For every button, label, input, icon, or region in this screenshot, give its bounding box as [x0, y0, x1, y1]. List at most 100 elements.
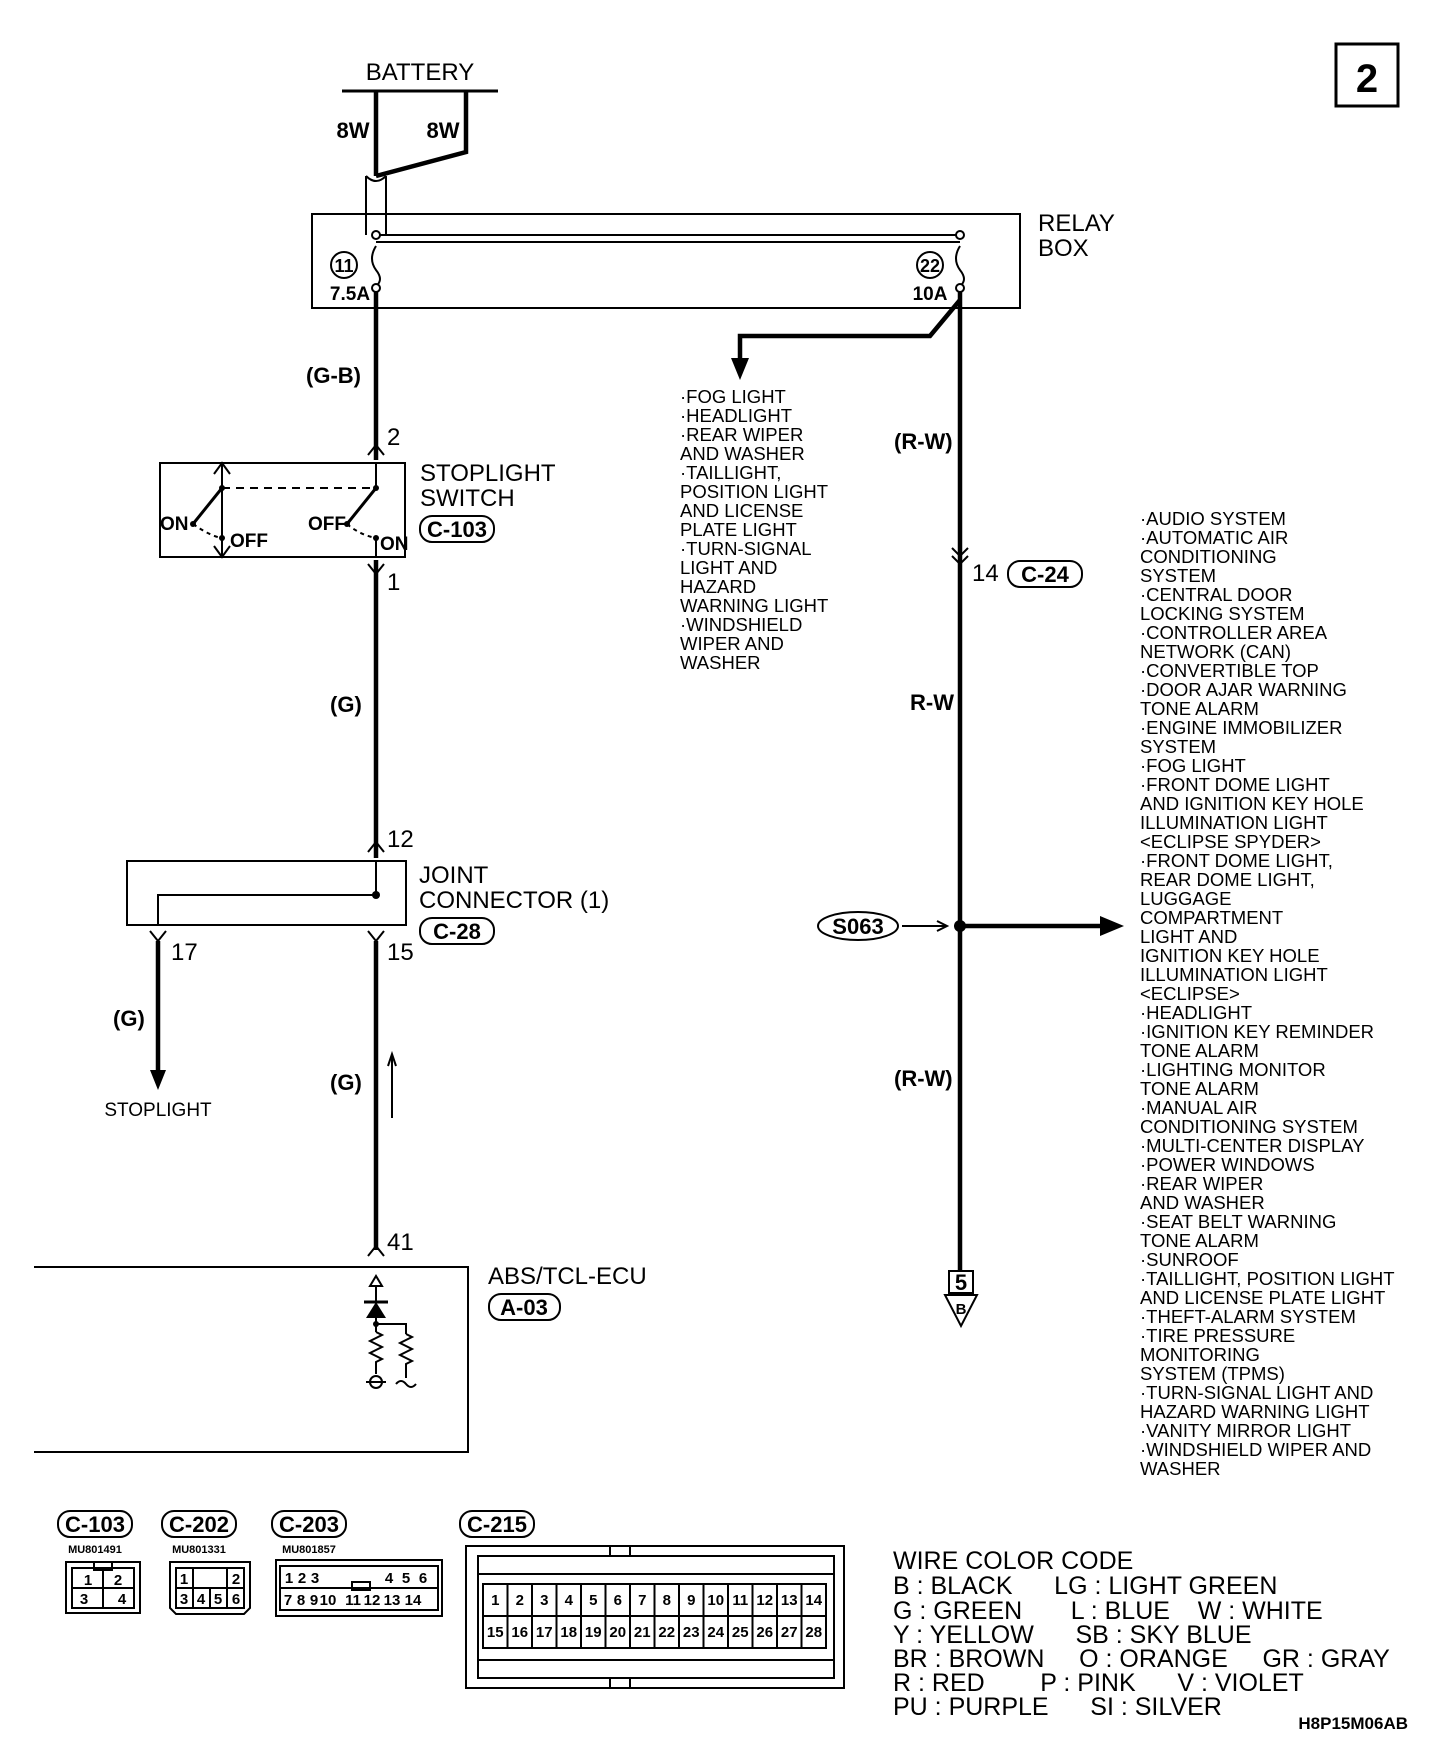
wire-color-row-2: G : GREEN L : BLUE W : WHITE [893, 1597, 1323, 1625]
c103-pin-2: 2 [114, 1572, 122, 1589]
c215-pin: 14 [805, 1592, 822, 1609]
continue-page: 5 [955, 1270, 967, 1295]
splice-load-line: ·FRONT DOME LIGHT, [1140, 850, 1333, 871]
ecu-label: ABS/TCL-ECU [488, 1263, 647, 1290]
c215-pin: 16 [511, 1624, 528, 1641]
c215-pin: 7 [638, 1592, 646, 1609]
splice-load-line: TONE ALARM [1140, 698, 1259, 719]
c203-pin: 2 [298, 1570, 306, 1587]
splice-load-line: ILLUMINATION LIGHT [1140, 964, 1328, 985]
c215-pin: 4 [565, 1592, 574, 1609]
c215-pin: 23 [683, 1624, 700, 1641]
splice-load-line: ·REAR WIPER [1140, 1173, 1263, 1194]
joint-connector-label-1: JOINT [419, 862, 489, 889]
relay-box: RELAY BOX 11 7.5A 22 10A [311, 210, 1115, 309]
c215-pin: 21 [634, 1624, 651, 1641]
c215-pin: 15 [487, 1624, 504, 1641]
c215-pin: 12 [756, 1592, 773, 1609]
relay-box-label-2: BOX [1038, 235, 1089, 262]
splice-load-line: ·TAILLIGHT, POSITION LIGHT [1140, 1268, 1395, 1289]
splice-load-line: CONDITIONING [1140, 546, 1277, 567]
stoplight-switch-label-2: SWITCH [420, 485, 515, 512]
c203-pin: 3 [311, 1570, 319, 1587]
stoplight-switch-on-right: ON [380, 534, 409, 555]
left-circuit: (G-B) 2 ON OFF OFF ON STOPLIGHT [34, 292, 647, 1453]
c203-pin: 11 [345, 1592, 361, 1609]
fuse22-load-line: ·TAILLIGHT, [680, 462, 781, 483]
connector-c202-part: MU801331 [172, 1544, 226, 1556]
fuse22-load-line: ·HEADLIGHT [680, 405, 792, 426]
c203-pin: 4 [385, 1570, 394, 1587]
splice-load-line: SYSTEM (TPMS) [1140, 1363, 1285, 1384]
joint-connector-pin-12: 12 [387, 826, 414, 853]
splice-load-line: SYSTEM [1140, 736, 1216, 757]
fuse22-load-line: POSITION LIGHT [680, 481, 828, 502]
continue-to-page-5: 5 B [943, 1270, 979, 1329]
page-number-badge: 2 [1334, 42, 1400, 108]
c215-pin: 28 [805, 1624, 822, 1641]
c203-pin: 1 [285, 1570, 293, 1587]
c215-pin: 1 [491, 1592, 499, 1609]
splice-load-line: AND WASHER [1140, 1192, 1265, 1213]
splice-load-line: LUGGAGE [1140, 888, 1232, 909]
connector-c215-code: C-215 [467, 1512, 527, 1537]
stoplight-switch-off-right: OFF [308, 514, 346, 535]
fuse22-load-line: AND LICENSE [680, 500, 803, 521]
c202-pin-2: 2 [232, 1571, 240, 1588]
splice-s063: S063 [817, 911, 1124, 941]
wire-g-stoplight: (G) [113, 1006, 145, 1031]
stoplight-switch: ON OFF OFF ON STOPLIGHT SWITCH C-103 [159, 460, 556, 559]
c103-pin-1: 1 [84, 1572, 92, 1589]
right-circuit: ·FOG LIGHT·HEADLIGHT·REAR WIPER AND WASH… [680, 292, 1395, 1479]
c203-pin: 9 [310, 1592, 318, 1609]
wire-g-1: (G) [330, 692, 362, 717]
splice-load-line: TONE ALARM [1140, 1040, 1259, 1061]
c215-pin: 25 [732, 1624, 749, 1641]
battery: BATTERY 8W 8W [337, 59, 498, 235]
splice-load-line: IGNITION KEY HOLE [1140, 945, 1320, 966]
splice-load-line: ·TURN-SIGNAL LIGHT AND [1140, 1382, 1373, 1403]
battery-label: BATTERY [366, 59, 474, 86]
c215-pin: 26 [756, 1624, 773, 1641]
splice-load-line: TONE ALARM [1140, 1078, 1259, 1099]
splice-load-line: NETWORK (CAN) [1140, 641, 1291, 662]
c215-pin: 3 [540, 1592, 548, 1609]
fuse22-load-line: ·TURN-SIGNAL [680, 538, 812, 559]
splice-load-line: ·MULTI-CENTER DISPLAY [1140, 1135, 1364, 1156]
c215-pin-cell [800, 1615, 827, 1649]
splice-load-line: ·IGNITION KEY REMINDER [1140, 1021, 1374, 1042]
wire-color-row-5: R : RED P : PINK V : VIOLET [893, 1669, 1304, 1697]
fuse22-load-line: ·WINDSHIELD [680, 614, 802, 635]
splice-load-line: <ECLIPSE> [1140, 983, 1240, 1004]
wire-r-w-2: R-W [910, 690, 954, 715]
splice-load-line: ·CONVERTIBLE TOP [1140, 660, 1319, 681]
ecu-connector: A-03 [500, 1295, 548, 1320]
fuse-22-load-list: ·FOG LIGHT·HEADLIGHT·REAR WIPER AND WASH… [680, 386, 828, 673]
c203-pin: 7 [284, 1592, 292, 1609]
splice-load-line: ·AUDIO SYSTEM [1140, 508, 1286, 529]
splice-load-line: LOCKING SYSTEM [1140, 603, 1304, 624]
wire-r-w-3: (R-W) [894, 1066, 953, 1091]
joint-connector-label-2: CONNECTOR (1) [419, 887, 609, 914]
connector-view-c103: C-103 MU801491 1 2 3 4 [57, 1510, 141, 1614]
splice-label: S063 [832, 914, 883, 939]
c215-pin: 24 [707, 1624, 724, 1641]
splice-load-line: ·FRONT DOME LIGHT [1140, 774, 1330, 795]
connector-view-c202: C-202 MU801331 1 2 3 4 5 6 [161, 1510, 251, 1615]
splice-load-line: LIGHT AND [1140, 926, 1237, 947]
splice-load-line: <ECLIPSE SPYDER> [1140, 831, 1321, 852]
wire-g-2: (G) [330, 1070, 362, 1095]
joint-connector-pin-17: 17 [171, 939, 198, 966]
c203-pin: 14 [405, 1592, 422, 1609]
splice-load-line: ·SUNROOF [1140, 1249, 1239, 1270]
stoplight-switch-off-left: OFF [230, 531, 268, 552]
splice-load-line: ·VANITY MIRROR LIGHT [1140, 1420, 1351, 1441]
splice-load-line: REAR DOME LIGHT, [1140, 869, 1315, 890]
wire-r-w-1: (R-W) [894, 429, 953, 454]
c24-connector: C-24 [1021, 562, 1069, 587]
splice-load-line: AND LICENSE PLATE LIGHT [1140, 1287, 1385, 1308]
connector-c103-part: MU801491 [68, 1544, 122, 1556]
wire-color-row-3: Y : YELLOW SB : SKY BLUE [893, 1621, 1252, 1649]
